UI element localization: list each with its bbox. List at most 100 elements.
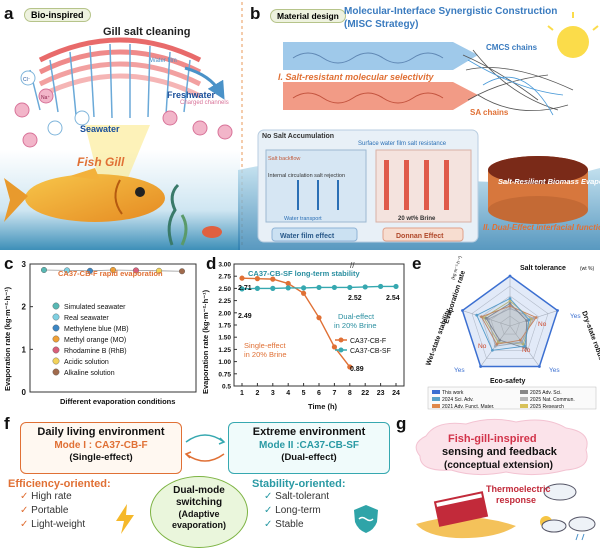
legend-sf-label: CA37-CB-SF <box>350 348 391 355</box>
donnan-effect-label: Donnan Effect <box>396 233 444 240</box>
internal-circulation-label: Internal circulation salt rejection <box>268 173 345 179</box>
radar-point <box>484 316 488 320</box>
axis-salt-tolerance: Salt tolerance <box>520 265 566 272</box>
panel-a: Seawater Freshwater Water film Charged c… <box>0 0 240 250</box>
chart-d-ticks: 0.50.751.001.251.501.752.002.252.502.753… <box>218 262 400 398</box>
legend-this-work: This work <box>442 390 464 396</box>
evaporator-illustration <box>488 156 588 224</box>
yes-label-2: Yes <box>549 367 560 374</box>
donnan-diagram <box>375 149 472 223</box>
d-xtick-label: 2 <box>255 390 259 397</box>
single-effect-text: (Single-effect) <box>69 452 133 463</box>
radar-point <box>524 346 528 350</box>
radar-point <box>480 315 483 319</box>
d-point <box>362 284 368 290</box>
chart-d-frame <box>233 263 405 387</box>
d-ytick-label: 1.00 <box>218 359 231 366</box>
check-icon: ✓ <box>20 491 32 502</box>
fish-illustration <box>4 168 165 222</box>
panel-g-label: g <box>396 414 407 433</box>
radar-series-polygon <box>485 302 528 349</box>
chart-d: 0.50.751.001.251.501.752.002.252.502.753… <box>201 261 405 411</box>
legend-2021-afm: 2021 Adv. Funct. Mater. <box>442 404 494 410</box>
radar-point <box>508 274 512 278</box>
stab-item-1: ✓ Salt-tolerant <box>264 491 330 502</box>
water-transport-label: Water transport <box>284 216 322 222</box>
c-ytick-label: 0 <box>22 388 27 397</box>
daily-env-label: Daily living environment <box>37 426 165 438</box>
eff-item-1: ✓ High rate <box>20 491 72 502</box>
d-point <box>316 284 322 291</box>
radar-point <box>520 340 524 344</box>
no-label-3: No <box>478 343 487 350</box>
chart-d-xlabel: Time (h) <box>308 402 338 411</box>
panel-e-label: e <box>412 254 422 273</box>
thermo-label-1: Thermoelectric <box>486 484 551 494</box>
d-point <box>254 276 260 282</box>
ion-na-label: Na⁺ <box>41 95 50 101</box>
gill-structure <box>29 37 202 119</box>
d-xtick-label: 3 <box>271 390 275 397</box>
c-legend-marker <box>52 335 60 343</box>
radar-point <box>508 299 512 303</box>
chart-e-radar: Salt tolerance (wt %) Dry-state robustne… <box>425 255 600 410</box>
axis-break: // <box>350 261 355 270</box>
radar-point <box>482 316 486 319</box>
c-legend-marker <box>52 313 60 321</box>
misc-strategy-label: (MISC Strategy) <box>344 19 419 30</box>
d-xtick-label: 1 <box>240 390 244 397</box>
water-film-effect-box <box>271 227 358 242</box>
c-legend-marker <box>52 368 60 376</box>
freshwater-label: Freshwater <box>167 90 216 100</box>
d-point <box>393 283 399 290</box>
dual-effect-label-2: in 20% Brine <box>334 321 377 330</box>
c-legend-label: Real seawater <box>64 315 109 322</box>
chart-d-title: CA37-CB-SF long-term stability <box>248 269 361 278</box>
d-point <box>239 286 245 292</box>
d-ytick-label: 1.75 <box>218 323 231 330</box>
annot-271: 2.71 <box>238 285 252 292</box>
eff-item-2: ✓ Portable <box>20 505 69 516</box>
radar-point <box>534 316 538 319</box>
water-film-label: Water film <box>150 58 177 64</box>
panel-b-label: b <box>250 4 261 23</box>
annot-252: 2.52 <box>348 295 362 302</box>
d-ytick-label: 1.25 <box>218 347 231 354</box>
lightning-icon <box>116 504 134 534</box>
d-ytick-label: 0.5 <box>222 384 231 391</box>
panel-f: f Daily living environment Mode I : CA37… <box>0 414 392 549</box>
d-point <box>347 364 353 370</box>
salt-backflow-label: Salt backflow <box>268 156 300 162</box>
axis-eco-safety: Eco-safety <box>490 378 526 385</box>
panel-g-illustration: Fish-gill-inspired sensing and feedback … <box>415 418 596 541</box>
c-point <box>41 266 48 273</box>
legend-marker-sf <box>338 347 344 353</box>
chart-c-ylabel: Evaporation rate (kg·m⁻²·h⁻¹) <box>3 286 12 391</box>
efficiency-title: Efficiency-oriented: <box>8 478 111 490</box>
radar-point <box>508 297 512 300</box>
d-point <box>270 285 276 291</box>
c-legend-label: Simulated seawater <box>64 304 126 311</box>
donnan-effect-box <box>382 227 464 242</box>
c-legend-marker <box>52 324 60 332</box>
check-icon: ✓ <box>20 519 32 530</box>
radar-point <box>475 313 479 317</box>
chart-c-title: CA37-CB-F rapid evaporation <box>58 269 163 278</box>
d-point <box>331 284 337 291</box>
section-2-label: II. Dual-Effect interfacial functional r… <box>483 223 600 232</box>
legend-2025-adv-sci: 2025 Adv. Sci. <box>530 390 562 396</box>
crab <box>202 226 222 238</box>
radar-series-polygon <box>461 275 559 368</box>
d-xtick-label: 22 <box>361 390 369 397</box>
d-point <box>254 285 260 291</box>
yes-label-3: Yes <box>454 367 465 374</box>
stability-list: Stability-oriented: ✓ Salt-tolerant ✓ Lo… <box>252 478 392 532</box>
c-point <box>63 267 70 274</box>
panel-g: g Fish-gill-inspired sensing and feedbac… <box>396 414 600 549</box>
mode-1-label: Mode I : CA37-CB-F <box>54 440 148 451</box>
legend-2025-nat-commun: 2025 Nat. Commun. <box>530 397 575 403</box>
efficiency-list: Efficiency-oriented: ✓ High rate ✓ Porta… <box>8 478 148 532</box>
annot-254: 2.54 <box>386 295 400 302</box>
